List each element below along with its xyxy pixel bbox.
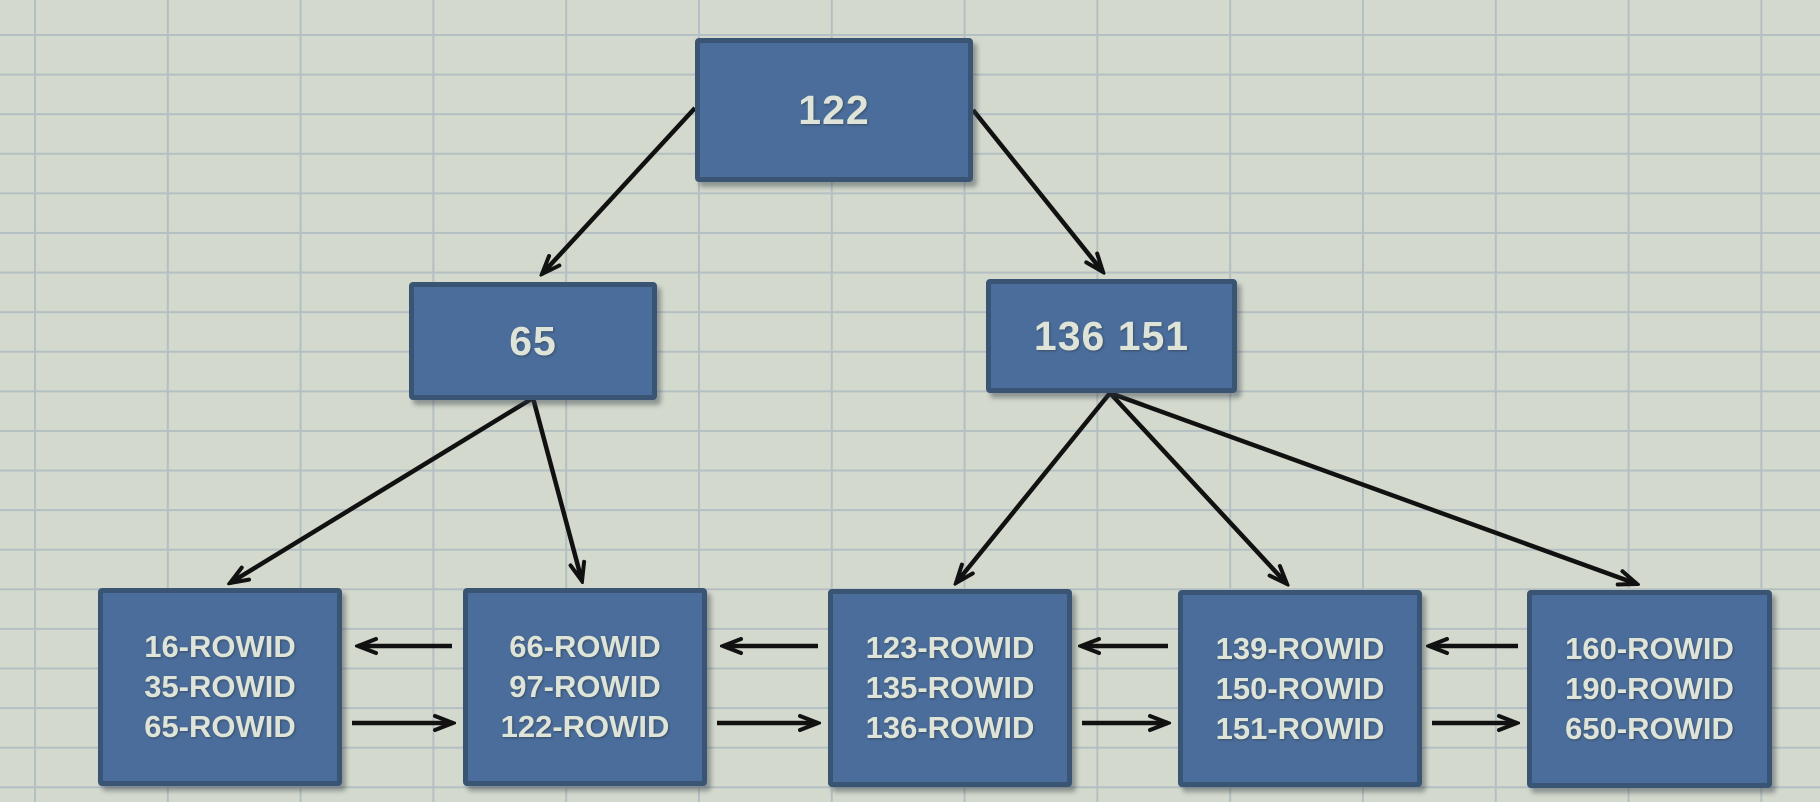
node-root-label: 122 xyxy=(798,86,870,133)
edge-branch-right-to-leaf5 xyxy=(1109,390,1637,584)
leaf-entry: 65-ROWID xyxy=(144,709,296,744)
edge-branch-right-to-leaf3 xyxy=(956,391,1112,583)
leaf-entry: 123-ROWID xyxy=(865,630,1035,665)
leaf-entry: 150-ROWID xyxy=(1215,670,1385,706)
edge-branch-right-to-leaf4 xyxy=(1108,391,1287,584)
leaf-entry: 139-ROWID xyxy=(1215,630,1385,666)
leaf-entry: 160-ROWID xyxy=(1565,631,1734,666)
node-leaf-3: 123-ROWID 135-ROWID 136-ROWID xyxy=(828,589,1072,787)
node-branch-right-label: 136 151 xyxy=(1033,312,1190,359)
leaf-entry: 122-ROWID xyxy=(500,709,670,744)
leaf-entry: 35-ROWID xyxy=(144,669,296,704)
leaf-entry: 650-ROWID xyxy=(1565,711,1734,746)
edge-branch-left-to-leaf2 xyxy=(530,397,582,581)
leaf-entry: 190-ROWID xyxy=(1565,671,1734,706)
node-branch-left: 65 xyxy=(409,282,657,400)
node-branch-right: 136 151 xyxy=(986,279,1237,393)
leaf-entry: 136-ROWID xyxy=(865,710,1035,745)
node-branch-left-label: 65 xyxy=(509,317,557,364)
node-leaf-1: 16-ROWID 35-ROWID 65-ROWID xyxy=(98,588,342,786)
node-root: 122 xyxy=(695,38,973,182)
node-leaf-2: 66-ROWID 97-ROWID 122-ROWID xyxy=(463,588,707,786)
leaf-entry: 16-ROWID xyxy=(144,629,296,664)
edge-root-to-branch-left xyxy=(542,106,697,274)
edge-root-to-branch-right xyxy=(971,108,1103,272)
leaf-entry: 135-ROWID xyxy=(865,670,1035,705)
edge-branch-left-to-leaf1 xyxy=(230,396,535,583)
node-leaf-4: 139-ROWID 150-ROWID 151-ROWID xyxy=(1178,590,1422,787)
leaf-entry: 97-ROWID xyxy=(509,669,661,704)
leaf-entry: 66-ROWID xyxy=(509,629,661,664)
leaf-entry: 151-ROWID xyxy=(1215,710,1385,746)
node-leaf-5: 160-ROWID 190-ROWID 650-ROWID xyxy=(1527,590,1772,788)
